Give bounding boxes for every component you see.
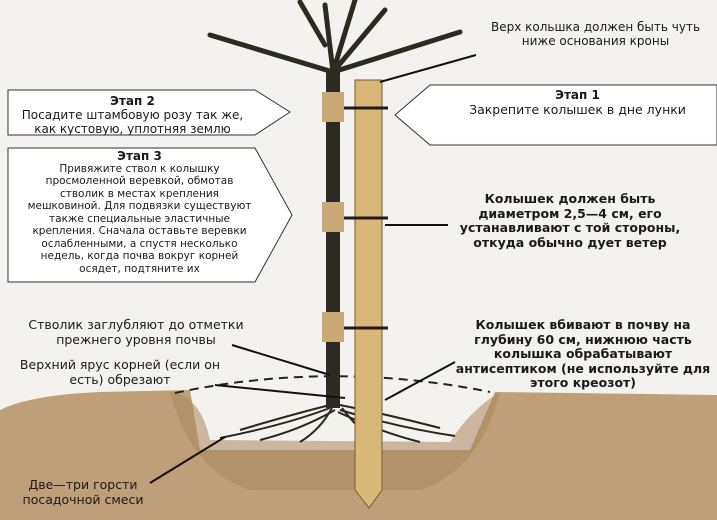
planting-hole	[170, 392, 500, 490]
leader-lines	[149, 54, 477, 484]
stage3-title: Этап 3	[117, 149, 162, 163]
roots-trim-note: Верхний ярус корней (если он есть) обрез…	[19, 357, 221, 387]
burlap-wraps	[322, 92, 344, 342]
stage3-body: Привяжите ствол к колышку просмоленной в…	[27, 162, 252, 275]
stage2-panel	[7, 89, 291, 136]
stage1-title: Этап 1	[555, 88, 600, 102]
stage2-callout: Этап 2 Посадите штамбовую розу так же, к…	[15, 94, 250, 136]
stage1-panel	[394, 84, 717, 146]
stake-diameter-note: Колышек должен быть диаметром 2,5—4 см, …	[459, 191, 681, 250]
stage1-body: Закрепите колышек в дне лунки	[469, 101, 686, 117]
stake	[354, 79, 383, 509]
stage2-title: Этап 2	[110, 94, 155, 108]
stage2-body: Посадите штамбовую розу так же, как куст…	[21, 108, 244, 136]
stage3-callout: Этап 3 Привяжите ствол к колышку просмол…	[22, 150, 257, 275]
branches	[207, 0, 463, 75]
stake-top-note: Верх кольшка должен быть чуть ниже основ…	[490, 20, 701, 48]
stake-driven-note: Колышек вбивают в почву на глубину 60 см…	[455, 317, 711, 390]
stage3-panel	[7, 147, 293, 283]
roots	[219, 404, 456, 445]
stage1-callout: Этап 1 Закрепите колышек в дне лунки	[445, 88, 710, 117]
trunk-depth-note: Стволик заглубляют до отметки прежнего у…	[28, 317, 244, 347]
planting-mix-note: Две—три горсти посадочной смеси	[22, 477, 144, 507]
